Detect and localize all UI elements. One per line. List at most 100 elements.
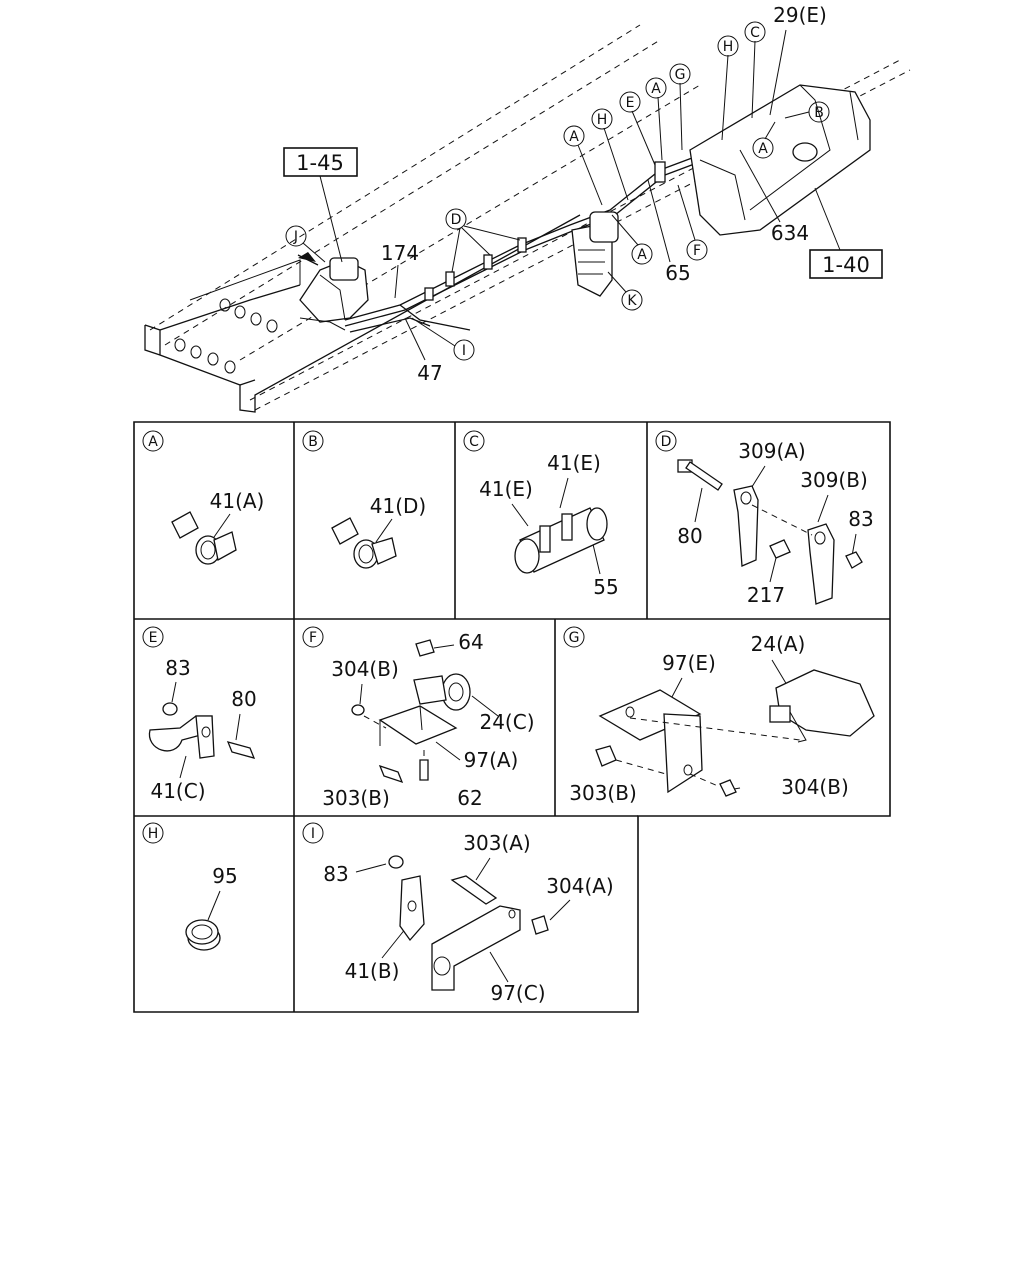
label-97c: 97(C) (490, 981, 545, 1005)
label-304a: 304(A) (546, 874, 613, 898)
label-41e-top: 41(E) (547, 451, 601, 475)
hose-55-part (514, 507, 608, 574)
frame-rail-upper-2 (164, 39, 661, 346)
nut-304a-part (531, 915, 549, 935)
svg-text:I: I (462, 343, 466, 359)
svg-text:G: G (675, 67, 686, 83)
svg-text:K: K (627, 293, 637, 309)
panel-h: H 95 (142, 822, 238, 951)
panel-g-letter: G (569, 630, 580, 646)
bolt-62-part (419, 759, 429, 781)
clip-217-part (769, 539, 791, 559)
bracket-97a-part (378, 705, 458, 746)
grommet-24c-part (413, 673, 471, 711)
panel-c: C 41(E) 41(E) 55 (463, 430, 619, 599)
label-83-i: 83 (323, 862, 348, 886)
svg-text:A: A (637, 247, 647, 263)
valve-24a-part (769, 669, 875, 743)
clamp-41a-part (171, 511, 237, 565)
label-83-e: 83 (165, 656, 190, 680)
bolt-303b-g-part (595, 745, 617, 767)
label-97e: 97(E) (662, 651, 716, 675)
label-80-d: 80 (677, 524, 702, 548)
label-55: 55 (593, 575, 618, 599)
panel-f-letter: F (309, 630, 317, 646)
callout-47: 47 (417, 361, 442, 385)
panel-h-letter: H (148, 826, 159, 842)
label-24a: 24(A) (751, 632, 806, 656)
panel-f: F 64 304(B) 24(C) 97(A) 303(B) 62 (302, 626, 535, 810)
label-64: 64 (458, 630, 483, 654)
panel-d-letter: D (661, 434, 672, 450)
label-303b-f: 303(B) (322, 786, 390, 810)
bolt-303a-part (450, 875, 498, 905)
label-83-d: 83 (848, 507, 873, 531)
label-41d: 41(D) (370, 494, 426, 518)
label-97a: 97(A) (464, 748, 519, 772)
svg-text:A: A (569, 129, 579, 145)
clamp-41c-part (148, 702, 256, 759)
leader-1-40 (814, 187, 841, 251)
clamp-41d-part (331, 517, 397, 569)
label-62: 62 (457, 786, 482, 810)
svg-text:H: H (723, 39, 734, 55)
callout-634: 634 (771, 221, 809, 245)
detail-panel-grid (133, 421, 891, 1013)
nut-83-d-part (845, 551, 863, 569)
bolt-80-part (677, 459, 723, 491)
label-304b-g: 304(B) (781, 775, 849, 799)
callout-65: 65 (665, 261, 690, 285)
panel-i-letter: I (311, 826, 315, 842)
svg-text:B: B (814, 105, 824, 121)
svg-text:E: E (626, 95, 635, 111)
panel-d: D 309(A) 309(B) 80 83 217 (655, 430, 874, 607)
label-309a: 309(A) (738, 439, 805, 463)
fuel-filter (571, 211, 619, 297)
label-309b: 309(B) (800, 468, 868, 492)
frame-rail-upper (149, 24, 641, 331)
grommet-95-part (185, 919, 221, 951)
overview-assembly: 1-45 1-40 174 47 65 634 29(E) J D A H E … (144, 3, 911, 413)
ref-box-1-40-label: 1-40 (822, 253, 870, 277)
label-41e-left: 41(E) (479, 477, 533, 501)
svg-text:F: F (693, 243, 701, 259)
leader-1-45 (319, 175, 343, 263)
panel-b-letter: B (308, 434, 318, 450)
ref-box-1-45-label: 1-45 (296, 151, 344, 175)
nut-83-i-part (388, 855, 404, 869)
svg-text:A: A (758, 141, 768, 157)
label-304b-f: 304(B) (331, 657, 399, 681)
nut-304b-g-part (719, 779, 737, 797)
label-303a: 303(A) (463, 831, 530, 855)
callout-174: 174 (381, 241, 419, 265)
bracket-97c-part (431, 905, 521, 991)
nut-64-part (415, 639, 435, 657)
nut-304b-f-part (351, 704, 365, 716)
panel-e: E 83 80 41(C) (142, 626, 257, 803)
fuel-tank (689, 84, 871, 236)
label-24c: 24(C) (479, 710, 534, 734)
clamp-41b-part (399, 875, 425, 942)
overview-circle-letters: J D A H E A G H C B A F A K (285, 21, 830, 361)
svg-text:J: J (293, 229, 298, 245)
panel-g: G 97(E) 24(A) 303(B) 304(B) (563, 626, 875, 805)
svg-text:C: C (750, 25, 760, 41)
panel-c-letter: C (469, 434, 479, 450)
panel-i: I 303(A) 83 304(A) 41(B) 97(C) (302, 822, 614, 1005)
label-303b-g: 303(B) (569, 781, 637, 805)
label-80-e: 80 (231, 687, 256, 711)
panel-a-letter: A (148, 434, 158, 450)
svg-text:H: H (597, 112, 608, 128)
label-41b: 41(B) (345, 959, 400, 983)
bracket-309b-part (807, 523, 835, 605)
valve-assembly (297, 252, 369, 331)
bracket-309a-part (733, 485, 759, 567)
cross-member (144, 214, 581, 413)
label-41a: 41(A) (210, 489, 265, 513)
bracket-97e-part (598, 689, 703, 794)
panel-a: A 41(A) (142, 430, 265, 565)
ref-box-1-40 (809, 249, 883, 279)
label-95: 95 (212, 864, 237, 888)
callout-29e: 29(E) (773, 3, 827, 27)
